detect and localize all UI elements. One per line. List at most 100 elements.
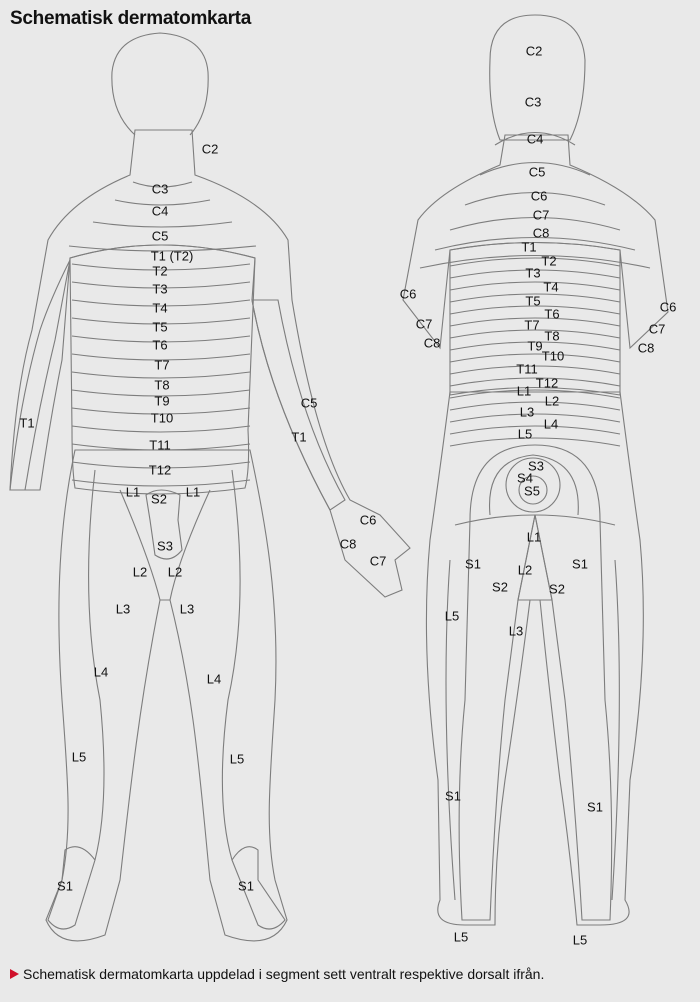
dermatome-boundary-line [71,371,251,379]
back-label: C8 [424,335,441,350]
back-label: S3 [528,458,544,473]
front-arm-t1-right [251,299,346,511]
back-labels: C2 C3 C4 C5 C6 C7 C8 T1 T2 T3 T4 T5 T6 T… [400,43,677,947]
back-label: T7 [524,317,539,332]
dermatome-boundary-line [464,192,606,206]
back-label: T1 [521,239,536,254]
dermatome-boundary-line [449,281,621,291]
front-label: L3 [116,601,130,616]
back-label: L1 [517,383,531,398]
dermatome-boundary-line [419,254,651,269]
back-label: L5 [518,426,532,441]
back-label: S5 [524,483,540,498]
front-label: T10 [151,410,173,425]
dermatome-boundary-line [449,257,621,267]
dermatome-boundary-line [71,317,251,325]
dermatome-boundary-line [611,559,620,901]
back-label: L2 [518,562,532,577]
dermatome-boundary-line [88,469,105,861]
back-label: L3 [509,623,523,638]
back-label: T8 [544,328,559,343]
front-label: C2 [202,141,219,156]
back-label: S1 [445,788,461,803]
front-label: S1 [57,878,73,893]
back-label: L5 [445,608,459,623]
dermatome-boundary-line [434,237,636,251]
dermatome-boundary-line [114,199,211,206]
front-label: L4 [94,664,108,679]
back-label: T3 [525,265,540,280]
back-head [489,14,586,141]
front-label: L5 [230,751,244,766]
dermatome-boundary-line [449,425,621,435]
front-label: L4 [207,671,221,686]
front-label: T1 (T2) [151,248,194,263]
back-label: S2 [492,579,508,594]
front-label: S3 [157,538,173,553]
front-label: C5 [301,395,318,410]
front-label: T1 [19,415,34,430]
back-label: C4 [527,131,544,146]
front-label: L2 [133,564,147,579]
front-torso-thoracic [69,244,256,495]
front-label: C4 [152,203,169,218]
caption-marker-icon [10,969,19,979]
back-label: L5 [454,929,468,944]
front-label: S2 [151,491,167,506]
front-label: C5 [152,228,169,243]
back-sacral-region [458,444,613,921]
back-label: T9 [527,338,542,353]
dermatome-boundary-line [449,401,621,411]
back-body [402,14,669,926]
front-genital-sacral [145,489,183,560]
back-label: C7 [416,316,433,331]
front-label: L1 [126,484,140,499]
back-band-lines [419,131,651,901]
back-label: T2 [541,253,556,268]
back-label: C7 [533,207,550,222]
front-label: L5 [72,749,86,764]
back-label: S1 [465,556,481,571]
front-label: L3 [180,601,194,616]
front-label: T3 [152,281,167,296]
figure-title: Schematisk dermatomkarta [10,8,251,29]
front-head [111,32,209,136]
dermatome-boundary-line [71,461,251,469]
back-label: C6 [660,299,677,314]
front-label: C7 [370,553,387,568]
dermatome-boundary-line [71,263,251,271]
dermatome-boundary-line [221,469,241,861]
back-label: L3 [520,404,534,419]
front-label: L2 [168,564,182,579]
front-foot-s1-right [231,846,286,930]
front-arm-t1-left [9,259,71,491]
dermatome-boundary-line [71,335,251,343]
front-label: T1 [291,429,306,444]
back-label: T10 [542,348,564,363]
front-legs-lumbar [45,449,288,942]
dermatome-boundary-line [119,489,161,601]
back-label: L1 [527,529,541,544]
dermatome-boundary-line [449,353,621,363]
front-label: S1 [238,878,254,893]
dermatome-boundary-line [71,425,251,433]
caption-text: Schematisk dermatomkarta uppdelad i segm… [23,966,545,982]
front-labels: C2 C3 C4 C5 T1 (T2) T2 T3 T4 T5 T6 T7 T8… [19,141,386,893]
front-label: T5 [152,319,167,334]
back-label: T5 [525,293,540,308]
dermatome-boundary-line [92,221,233,228]
front-label: L1 [186,484,200,499]
back-label: S1 [572,556,588,571]
dermatome-boundary-line [68,245,257,252]
back-label: S2 [549,581,565,596]
dermatome-boundary-line [445,559,456,901]
back-label: L4 [544,416,558,431]
front-label: T7 [154,357,169,372]
front-body [9,32,411,942]
dermatome-boundary-line [449,216,621,231]
dermatome-boundary-line [169,489,211,601]
dermatome-boundary-line [449,269,621,279]
back-label: C3 [525,94,542,109]
dermatome-boundary-line [71,281,251,289]
